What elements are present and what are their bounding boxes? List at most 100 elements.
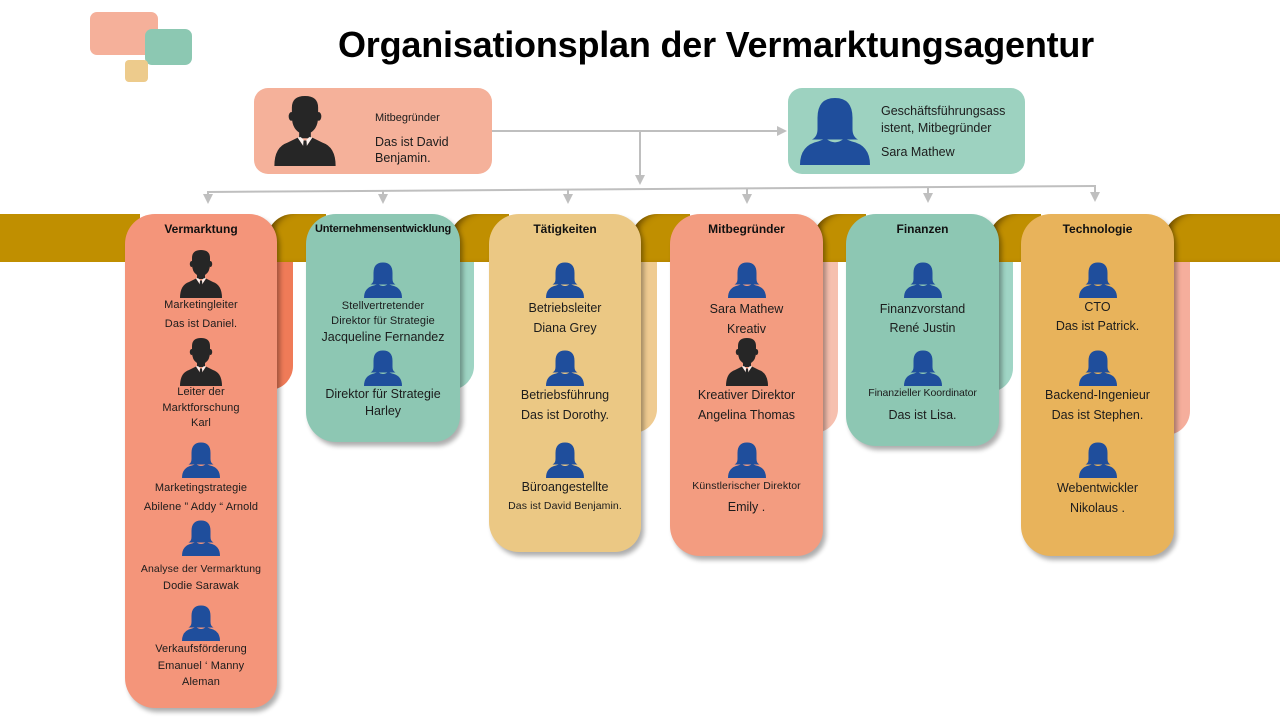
founder-node: Mitbegründer Das ist David Benjamin. [254,88,492,174]
member-name: Abilene ” Addy “ Arnold [143,501,259,513]
assistant-role: Geschäftsführungsass istent, Mitbegründe… [881,103,1005,137]
female-person-icon [364,262,402,298]
member-role: Backend-Ingenieur [1045,388,1150,402]
member-text: Stellvertretender Direktor für Strategie… [306,299,460,346]
ribbon-band-fold [1164,214,1280,262]
member-text: Büroangestellte Das ist David Benjamin. [489,478,641,516]
ribbon-band [0,214,140,262]
department-title: Technologie [1062,222,1133,236]
assistant-role-line: Geschäftsführungsass [881,104,1006,118]
member-text: Direktor für Strategie Harley [306,386,460,420]
member-role: Betriebsleiter [528,301,602,315]
department-card-unternehmensentwicklung: Unternehmensentwicklung Stellvertretende… [306,214,460,442]
member-role: CTO [1084,300,1111,314]
department-card-finanzen: Finanzen Finanzvorstand René Justin Fina… [846,214,999,446]
member-text: Marketingleiter Das ist Daniel. [125,296,277,334]
member-role: Direktor für Strategie [325,387,441,401]
member-name: Das ist Stephen. [1051,408,1144,422]
member-name: Karl [191,417,211,429]
female-person-icon [904,262,942,298]
member-name: Emily . [727,500,766,514]
member-text: Webentwickler Nikolaus . [1021,478,1174,518]
member-name: Das ist Dorothy. [521,408,609,422]
member-role: Kreativer Direktor [697,388,796,402]
member-role: Webentwickler [1056,481,1139,495]
member-role: Finanzieller Koordinator [868,387,977,399]
member-role: Marktforschung [162,401,240,414]
female-person-icon [1079,442,1117,478]
department-title: Tätigkeiten [533,222,597,236]
member-role: Marketingleiter [164,299,238,311]
female-person-icon [182,520,220,556]
department-card-technologie: Technologie CTO Das ist Patrick. Backend… [1021,214,1174,556]
male-businessman-icon [272,96,338,166]
female-person-icon [546,350,584,386]
member-role: Finanzvorstand [879,302,966,316]
male-businessman-icon [179,250,223,298]
department-title: Mitbegründer [708,222,785,236]
female-person-icon [728,262,766,298]
male-businessman-icon [725,338,769,386]
member-role: Stellvertretender [341,300,425,312]
department-card-mitbegruender: Mitbegründer Sara Mathew Kreativ Kreativ… [670,214,823,556]
member-text: Künstlerischer Direktor Emily . [670,476,823,518]
member-name: Nikolaus . [1070,501,1125,515]
assistant-node: Geschäftsführungsass istent, Mitbegründe… [788,88,1025,174]
assistant-name: Sara Mathew [881,145,955,159]
member-text: Leiter der Marktforschung Karl [125,385,277,432]
member-name: Das ist David Benjamin. [508,500,622,512]
member-name: Angelina Thomas [697,408,796,422]
member-text: Betriebsleiter Diana Grey [489,298,641,338]
member-name: Emanuel ‘ Manny [157,659,245,672]
logo-decoration-teal [145,29,192,65]
connector-horizontal-bus [206,185,1097,193]
member-name: Harley [364,404,402,418]
member-role: Verkaufsförderung [155,643,247,655]
member-name: Diana Grey [533,321,597,335]
member-text: Backend-Ingenieur Das ist Stephen. [1021,385,1174,425]
assistant-role-line: istent, Mitbegründer [881,121,992,135]
member-role: Künstlerischer Direktor [692,480,801,492]
member-text: Verkaufsförderung Emanuel ‘ Manny Aleman [125,641,277,691]
member-name: Das ist Patrick. [1055,319,1140,333]
member-text: Finanzvorstand René Justin [846,300,999,338]
member-role: Betriebsführung [520,388,610,402]
department-title: Vermarktung [164,222,238,236]
department-card-vermarktung: Vermarktung Marketingleiter Das ist Dani… [125,214,277,708]
member-role: Kreativ [727,322,766,336]
member-text: Kreativer Direktor Angelina Thomas [670,385,823,425]
member-text: Betriebsführung Das ist Dorothy. [489,385,641,425]
founder-role: Mitbegründer [375,112,440,124]
member-name: Aleman [182,676,220,688]
member-text: Finanzieller Koordinator Das ist Lisa. [846,382,999,426]
member-text: Analyse der Vermarktung Dodie Sarawak [125,561,277,595]
female-person-icon [182,605,220,641]
female-person-icon [728,442,766,478]
female-person-icon [546,442,584,478]
female-person-icon [1079,350,1117,386]
male-businessman-icon [179,338,223,386]
female-person-icon [364,350,402,386]
founder-name-line: Benjamin. [375,151,431,165]
member-name: Das ist Lisa. [888,408,957,422]
founder-name: Das ist David Benjamin. [375,134,449,166]
female-person-icon [800,97,870,165]
female-person-icon [182,442,220,478]
member-text: Marketingstrategie Abilene ” Addy “ Arno… [125,479,277,517]
member-name: René Justin [889,321,956,335]
member-role: Analyse der Vermarktung [140,563,262,575]
member-role: Büroangestellte [521,480,609,494]
member-name: Dodie Sarawak [163,580,239,592]
founder-name-line: Das ist David [375,135,449,149]
female-person-icon [546,262,584,298]
member-role: Marketingstrategie [154,482,248,494]
member-name: Jacqueline Fernandez [321,330,445,344]
member-text: Sara Mathew Kreativ [670,299,823,339]
female-person-icon [904,350,942,386]
department-card-taetigkeiten: Tätigkeiten Betriebsleiter Diana Grey Be… [489,214,641,552]
member-text: CTO Das ist Patrick. [1021,298,1174,336]
department-title: Finanzen [896,222,949,236]
female-person-icon [1079,262,1117,298]
page-title: Organisationsplan der Vermarktungsagentu… [338,24,1094,65]
department-title: Unternehmensentwicklung [315,223,451,235]
